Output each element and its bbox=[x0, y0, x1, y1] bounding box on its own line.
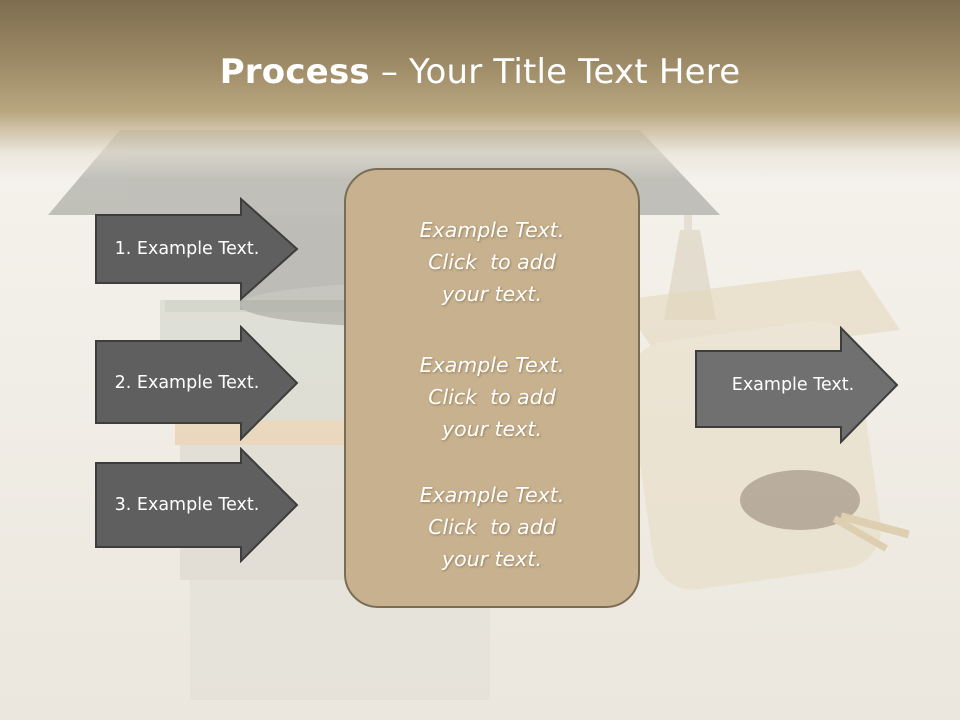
output-label: Example Text. bbox=[731, 375, 855, 395]
center-text-block-2[interactable]: Example Text. Click to add your text. bbox=[346, 349, 638, 445]
center-text-line: your text. bbox=[442, 282, 542, 306]
step-label-3: 3. Example Text. bbox=[114, 495, 260, 515]
center-text-line: Example Text. bbox=[419, 483, 565, 507]
center-text-line: Click to add bbox=[428, 385, 556, 409]
slide-title: Process – Your Title Text Here bbox=[0, 52, 960, 92]
arrow-shape-icon bbox=[95, 197, 299, 301]
center-text-line: Example Text. bbox=[419, 218, 565, 242]
step-label-2: 2. Example Text. bbox=[114, 373, 260, 393]
center-text-line: Click to add bbox=[428, 250, 556, 274]
arrow-shape-icon bbox=[95, 325, 299, 441]
step-arrow-3[interactable]: 3. Example Text. bbox=[95, 447, 299, 563]
center-text-block-3[interactable]: Example Text. Click to add your text. bbox=[346, 479, 638, 575]
center-text-line: your text. bbox=[442, 417, 542, 441]
center-text-line: your text. bbox=[442, 547, 542, 571]
center-text-block-1[interactable]: Example Text. Click to add your text. bbox=[346, 214, 638, 310]
output-arrow[interactable]: Example Text. bbox=[695, 326, 899, 444]
step-arrow-1[interactable]: 1. Example Text. bbox=[95, 197, 299, 301]
center-text-line: Example Text. bbox=[419, 353, 565, 377]
step-label-1: 1. Example Text. bbox=[114, 239, 260, 259]
center-text-line: Click to add bbox=[428, 515, 556, 539]
title-bold: Process bbox=[219, 52, 370, 92]
step-arrow-2[interactable]: 2. Example Text. bbox=[95, 325, 299, 441]
arrow-shape-icon bbox=[95, 447, 299, 563]
center-process-box[interactable]: Example Text. Click to add your text. Ex… bbox=[344, 168, 640, 608]
title-band bbox=[0, 0, 960, 180]
arrow-shape-icon bbox=[695, 326, 899, 444]
title-rest: – Your Title Text Here bbox=[369, 52, 741, 92]
